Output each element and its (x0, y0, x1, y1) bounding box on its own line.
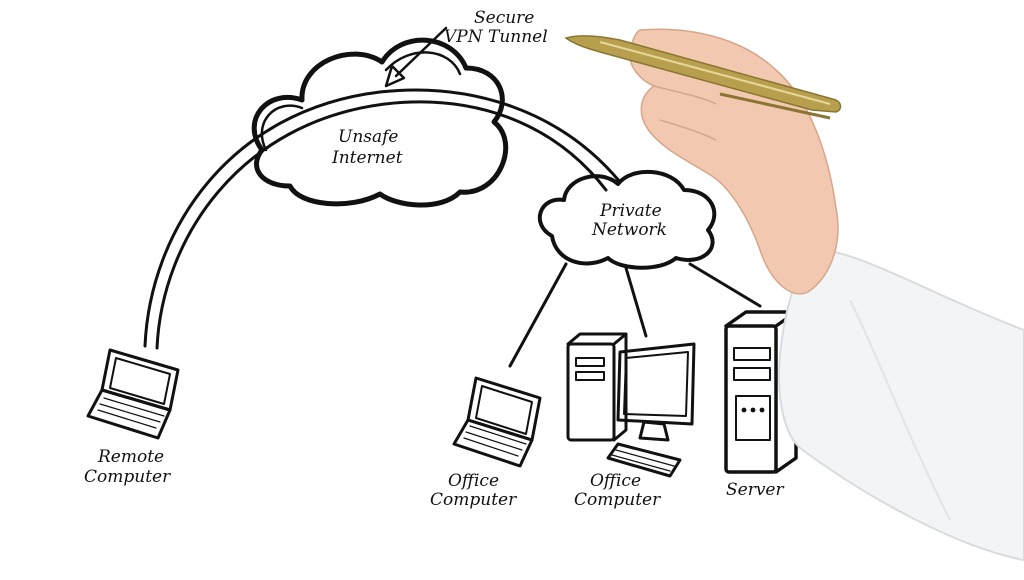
private-label-line1: Private (599, 201, 662, 221)
office-computer-2-label-line2: Computer (574, 490, 661, 510)
private-label-line2: Network (591, 220, 667, 240)
office-computer-2-label-line1: Office (590, 471, 641, 491)
remote-laptop-icon (86, 348, 180, 440)
pen-icon (564, 35, 842, 120)
link-to-server (688, 262, 762, 308)
server-label: Server (726, 480, 784, 500)
vpn-pointer-arrow-icon (384, 26, 448, 88)
monitor-icon (616, 342, 696, 442)
server-icon (724, 310, 798, 474)
vpn-label-line1: Secure (474, 8, 534, 28)
internet-cloud-icon (251, 37, 509, 208)
private-network-cloud-icon (538, 169, 717, 270)
desktop-tower-icon (566, 332, 628, 442)
link-to-office-laptop (508, 262, 568, 368)
vpn-tunnel-outer-line (143, 88, 622, 348)
internet-label-line2: Internet (331, 148, 403, 168)
office-laptop-icon (452, 376, 542, 468)
remote-computer-label-line1: Remote (97, 447, 164, 467)
keyboard-icon (606, 442, 682, 478)
internet-label-line1: Unsafe (338, 127, 399, 147)
link-to-office-desktop (624, 266, 648, 338)
office-computer-1-label-line2: Computer (430, 490, 517, 510)
office-computer-1-label-line1: Office (448, 471, 499, 491)
vpn-tunnel-inner-line (155, 100, 608, 350)
sleeve (778, 246, 1024, 562)
vpn-label-line2: VPN Tunnel (444, 27, 548, 47)
remote-computer-label-line2: Computer (84, 467, 171, 487)
